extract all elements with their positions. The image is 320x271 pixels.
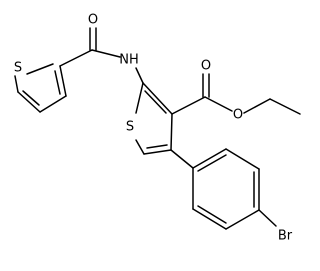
bond-c5-s1 <box>14 75 19 93</box>
bond-c4-aryl <box>170 149 194 169</box>
bond-aryl-5-6 <box>225 148 260 170</box>
bond-c3-cester <box>171 96 206 115</box>
bond-c2-c3-center-inner <box>144 90 167 114</box>
bond-aryl-6-1 <box>192 148 227 169</box>
oxygen-carbonyl-label: O <box>201 59 211 74</box>
bond-n-c2center <box>135 67 144 84</box>
bond-aryl-2-3-inner <box>197 205 227 224</box>
bond-c4-c3-center <box>170 113 173 151</box>
bond-aryl-3-4 <box>225 209 260 230</box>
bond-c2-c3-center <box>142 82 173 115</box>
bond-s1-c2 <box>26 63 54 75</box>
bond-c3-c4 <box>39 95 67 113</box>
bond-c5-c4-center-inner <box>146 144 168 149</box>
bromine-label: Br <box>278 229 293 244</box>
sulfur-left-ring-label: S <box>14 61 22 76</box>
bond-c2-c3 <box>59 65 67 97</box>
bond-cester-oester <box>204 96 233 112</box>
oxygen-ester-label: O <box>233 108 243 123</box>
bond-ch2-ch3 <box>269 98 301 115</box>
bond-camide-n <box>91 49 121 58</box>
nh-label: NH <box>119 53 139 68</box>
bond-s-c5-center <box>135 139 145 155</box>
bond-c2-camide <box>59 49 93 67</box>
bond-c2-s-center <box>135 82 144 114</box>
sulfur-center-ring-label: S <box>126 120 134 135</box>
bond-aryl-6-1-inner <box>197 154 227 172</box>
bonds <box>14 27 301 230</box>
bond-aryl-2-3 <box>192 208 227 230</box>
atom-labels: O NH S O O S Br <box>14 13 293 244</box>
bond-c5-c4-center <box>143 149 172 155</box>
bond-aryl-br <box>258 209 277 227</box>
bond-oester-ch2 <box>243 98 271 114</box>
oxygen-amide-label: O <box>88 13 98 28</box>
bond-c4-c5-inner <box>22 90 40 106</box>
bond-c4-c5 <box>17 91 41 113</box>
bond-c2-c3-inner <box>54 70 61 95</box>
